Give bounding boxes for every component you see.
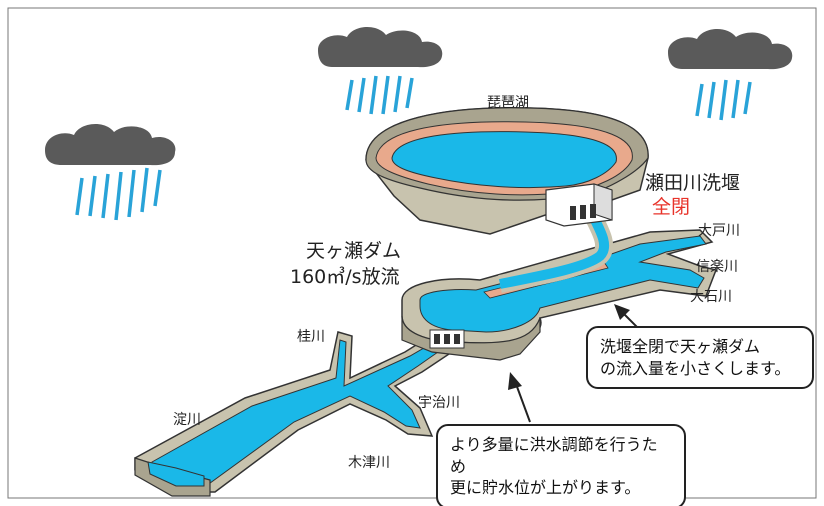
rain-icon [695, 79, 752, 121]
cloud-icon [668, 28, 793, 70]
weir-callout-line1: 洗堰全閉で天ヶ瀬ダム [600, 337, 761, 356]
river-label-katsura: 桂川 [297, 329, 325, 345]
cloud-icon [318, 26, 443, 68]
dam-callout: より多量に洪水調節を行うため 更に貯水位が上がります。 [436, 424, 686, 506]
weir-status-label: 全閉 [652, 196, 691, 218]
weir-callout-line2: の流入量を小さくします。 [600, 358, 791, 378]
dam-callout-line2: 更に貯水位が上がります。 [450, 478, 641, 498]
weir-callout: 洗堰全閉で天ヶ瀬ダム の流入量を小さくします。 [586, 326, 814, 390]
arrow-icon [508, 372, 531, 423]
river-label-oto: 大戸川 [698, 223, 740, 239]
rain-icon [75, 167, 162, 221]
river-label-uji: 宇治川 [418, 395, 460, 411]
river-label-oishi: 大石川 [690, 289, 732, 305]
dam-release-label: 160㎥/s放流 [290, 266, 400, 288]
lake-label: 琵琶湖 [487, 95, 529, 111]
weir-building [545, 183, 613, 227]
seta-river [499, 207, 610, 289]
river-label-kizu: 木津川 [348, 455, 390, 471]
lower-rivers [134, 329, 472, 497]
weir-name-label: 瀬田川洗堰 [645, 172, 741, 194]
dam-reservoir [401, 229, 718, 361]
dam-callout-line1: より多量に洪水調節を行うため [450, 435, 658, 476]
rain-icon [345, 75, 414, 115]
river-label-shigaraki: 信楽川 [696, 259, 738, 275]
cloud-icon [45, 124, 176, 166]
river-label-yodo: 淀川 [173, 412, 201, 428]
frame [7, 7, 817, 499]
dam-name-label: 天ヶ瀬ダム [306, 240, 402, 262]
